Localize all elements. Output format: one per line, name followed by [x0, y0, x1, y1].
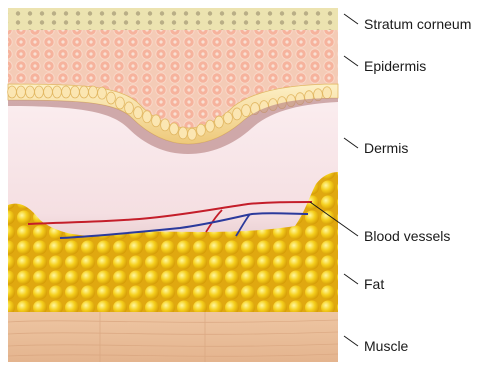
leader-stratum-corneum	[344, 14, 358, 24]
label-stratum-corneum: Stratum corneum	[364, 16, 471, 32]
basal-cell	[323, 87, 332, 99]
basal-cell	[215, 116, 224, 128]
basal-cell	[53, 86, 62, 98]
leader-muscle	[344, 336, 358, 346]
stratum-corneum-layer	[8, 8, 338, 30]
basal-cell	[80, 86, 89, 98]
basal-cell	[233, 108, 242, 120]
label-blood-vessels: Blood vessels	[364, 228, 450, 244]
label-fat: Fat	[364, 276, 384, 292]
label-epidermis: Epidermis	[364, 58, 426, 74]
basal-cell	[152, 115, 161, 127]
basal-cell	[116, 97, 125, 109]
leader-fat	[344, 274, 358, 284]
basal-cell	[161, 119, 170, 131]
basal-cell	[206, 120, 215, 132]
basal-cell	[134, 107, 143, 119]
basal-cell	[125, 102, 134, 114]
basal-cell	[44, 86, 53, 98]
basal-cell	[143, 111, 152, 123]
leader-dermis	[344, 138, 358, 148]
muscle-layer	[8, 312, 338, 362]
basal-cell	[35, 86, 44, 98]
basal-cell	[8, 86, 17, 98]
basal-cell	[89, 86, 98, 98]
basal-cell	[62, 86, 71, 98]
basal-cell	[197, 124, 206, 136]
basal-cell	[71, 86, 80, 98]
basal-cell	[107, 92, 116, 104]
label-muscle: Muscle	[364, 338, 409, 354]
basal-cell	[179, 127, 188, 139]
basal-cell	[17, 86, 26, 98]
basal-cell	[224, 112, 233, 124]
basal-cell	[98, 87, 107, 99]
label-dermis: Dermis	[364, 140, 408, 156]
basal-cell	[242, 105, 251, 117]
basal-cell	[26, 86, 35, 98]
basal-cell	[188, 128, 197, 140]
basal-cell	[170, 123, 179, 135]
leader-epidermis	[344, 56, 358, 66]
